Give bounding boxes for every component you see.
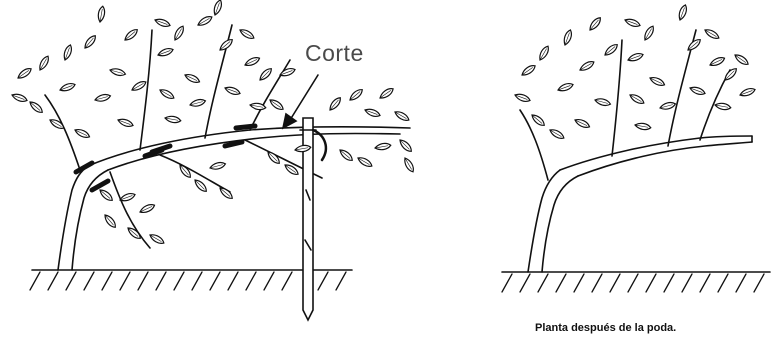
cut-label: Corte — [305, 40, 364, 67]
plant-after — [502, 4, 770, 292]
ground-right — [502, 272, 770, 292]
leaves-right — [514, 4, 756, 141]
after-pruning-caption: Planta después de la poda. — [535, 322, 676, 334]
leaves-left — [11, 0, 416, 246]
